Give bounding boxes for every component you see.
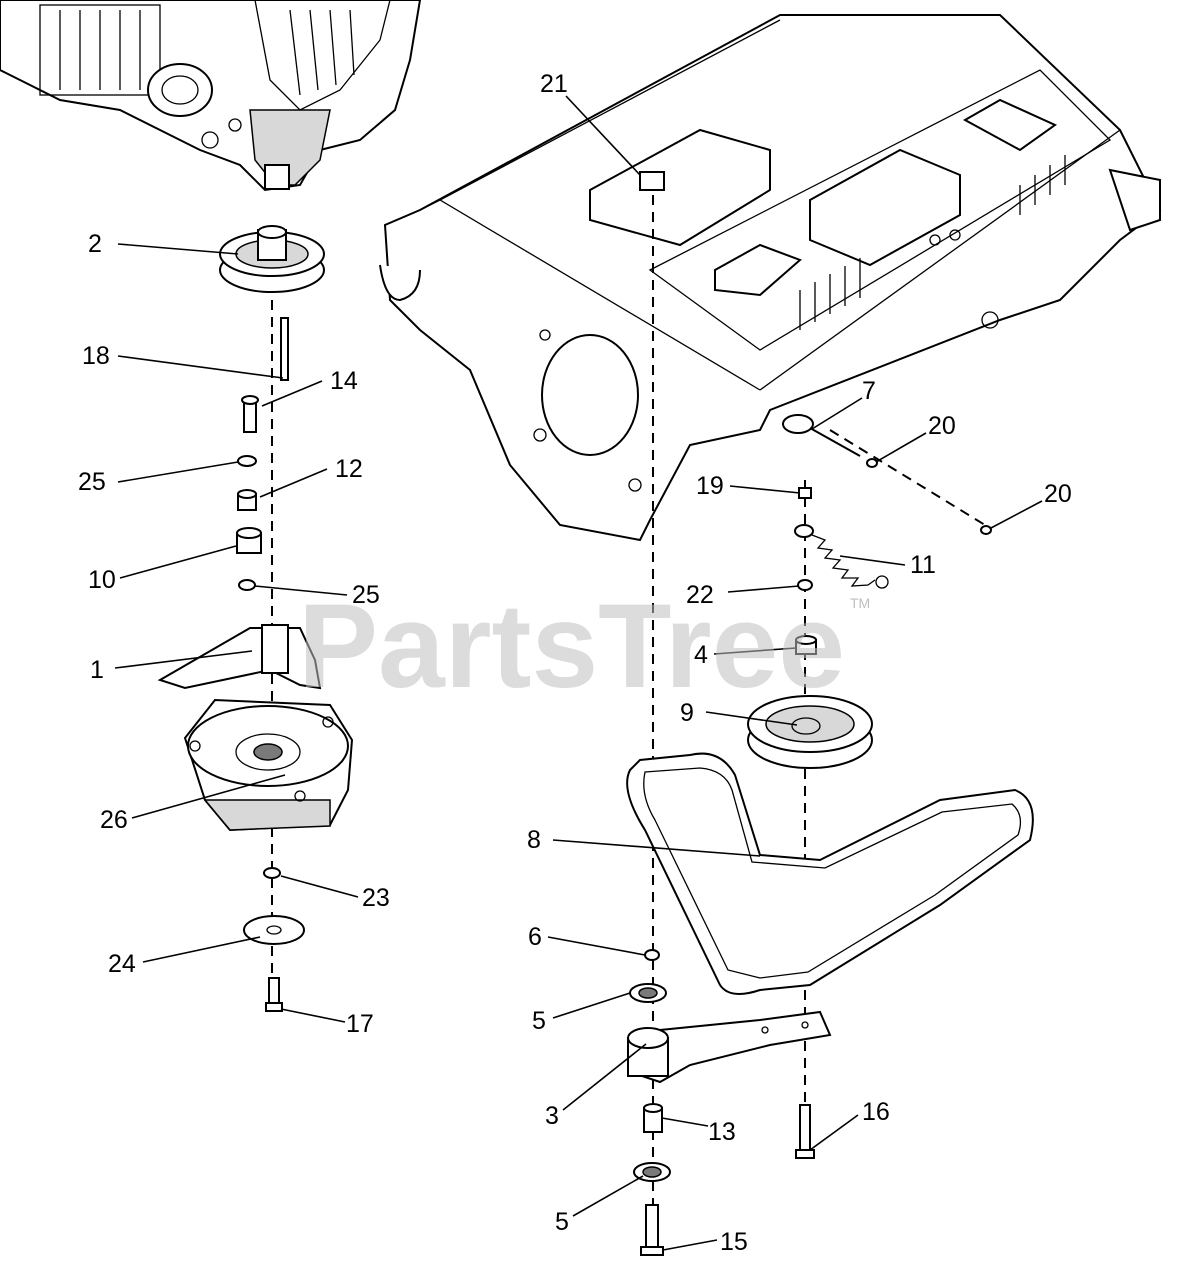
callout-24: 24 bbox=[108, 950, 136, 978]
callout-25-upper: 25 bbox=[78, 468, 106, 496]
bolt-15 bbox=[640, 1204, 664, 1256]
callout-6: 6 bbox=[528, 923, 542, 951]
callout-17: 17 bbox=[346, 1010, 374, 1038]
callout-5-lower: 5 bbox=[555, 1208, 569, 1236]
clutch-bracket bbox=[157, 624, 322, 690]
callout-15: 15 bbox=[720, 1228, 748, 1256]
callout-14: 14 bbox=[330, 367, 358, 395]
key-pin bbox=[280, 317, 289, 381]
washer-25-lower bbox=[238, 579, 256, 591]
callout-16: 16 bbox=[862, 1098, 890, 1126]
clip-20-a bbox=[866, 458, 878, 468]
callout-21: 21 bbox=[540, 70, 568, 98]
callout-9: 9 bbox=[680, 699, 694, 727]
clip-20-b bbox=[980, 525, 992, 535]
drive-belt-8 bbox=[626, 752, 1034, 995]
callout-5-upper: 5 bbox=[532, 1007, 546, 1035]
washer-7 bbox=[782, 414, 861, 457]
nut-19 bbox=[798, 487, 812, 499]
spring-11 bbox=[794, 524, 889, 589]
idler-arm-3 bbox=[626, 1010, 832, 1084]
callout-25-lower: 25 bbox=[352, 581, 380, 609]
callout-18: 18 bbox=[82, 342, 110, 370]
callout-19: 19 bbox=[696, 472, 724, 500]
callout-labels: 21 2 18 14 25 12 10 25 1 26 23 24 17 7 2… bbox=[78, 70, 1072, 1256]
callout-23: 23 bbox=[362, 884, 390, 912]
callout-1: 1 bbox=[90, 656, 104, 684]
bushing-10 bbox=[236, 527, 262, 554]
bolt-16 bbox=[795, 1104, 815, 1159]
chassis-frame bbox=[379, 14, 1162, 542]
bolt-17 bbox=[265, 977, 283, 1012]
callout-22: 22 bbox=[686, 581, 714, 609]
callout-4: 4 bbox=[694, 641, 708, 669]
callout-20-a: 20 bbox=[928, 412, 956, 440]
engine bbox=[0, 0, 422, 192]
washer-22 bbox=[797, 579, 813, 591]
callout-12: 12 bbox=[335, 455, 363, 483]
washer-24 bbox=[243, 915, 305, 945]
callout-11: 11 bbox=[910, 551, 936, 579]
bolt-14 bbox=[241, 395, 259, 433]
washer-6 bbox=[644, 949, 660, 961]
engine-pulley bbox=[219, 225, 325, 293]
callout-2: 2 bbox=[88, 230, 102, 258]
pto-clutch bbox=[183, 698, 354, 832]
callout-20-b: 20 bbox=[1044, 480, 1072, 508]
bushing-13 bbox=[643, 1103, 663, 1133]
callout-8: 8 bbox=[527, 826, 541, 854]
spacer-4 bbox=[795, 635, 817, 655]
spacer-12 bbox=[237, 489, 257, 511]
leader-lines bbox=[114, 95, 1043, 1251]
watermark-trademark: TM bbox=[850, 595, 870, 611]
watermark-text: PartsTree bbox=[298, 579, 845, 713]
callout-3: 3 bbox=[545, 1102, 559, 1130]
bearing-5-upper bbox=[629, 983, 667, 1003]
washer-25-upper bbox=[237, 455, 257, 467]
callout-26: 26 bbox=[100, 806, 128, 834]
callout-7: 7 bbox=[862, 377, 876, 405]
callout-10: 10 bbox=[88, 566, 116, 594]
callout-13: 13 bbox=[708, 1118, 736, 1146]
washer-23 bbox=[263, 867, 281, 879]
idler-pulley-9 bbox=[747, 695, 873, 769]
